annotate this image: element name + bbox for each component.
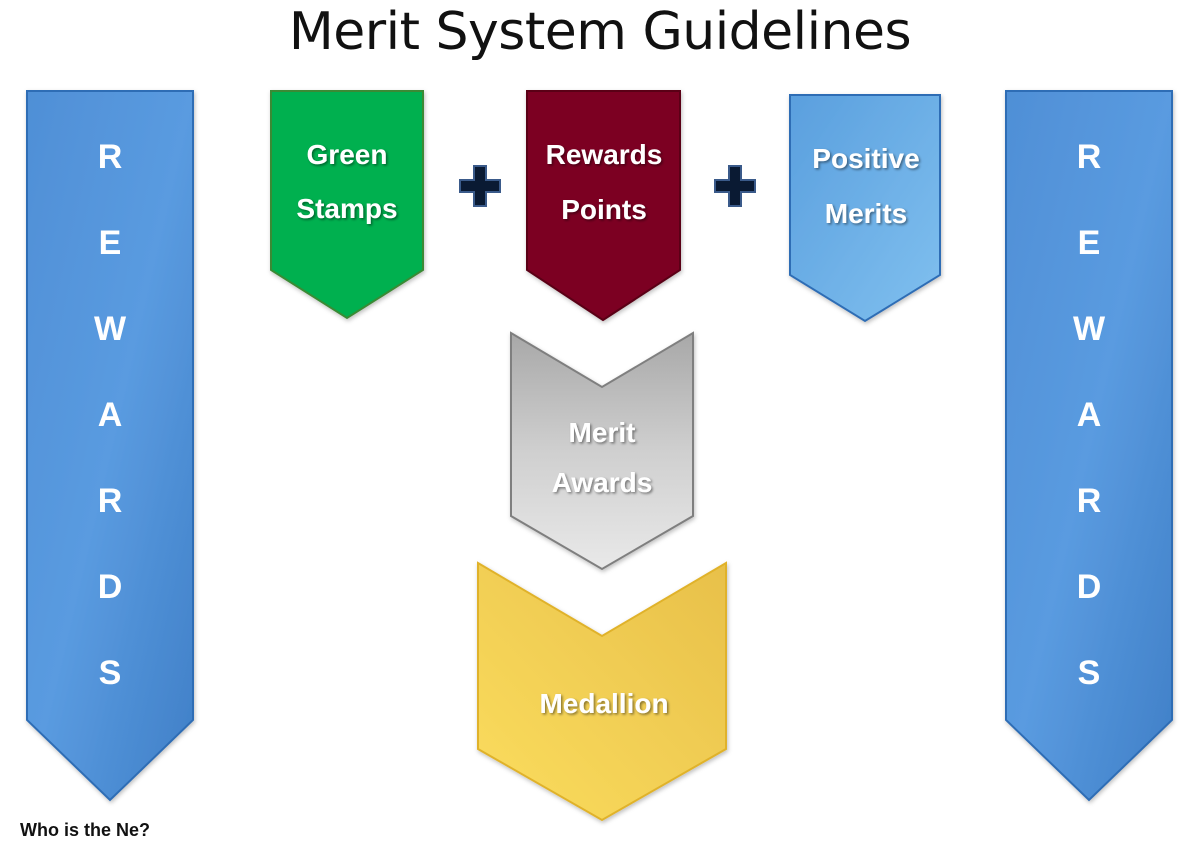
merit-awards-chevron: Merit Awards [510,331,694,571]
positive-merits-pentagon: Positive Merits [789,94,941,323]
merit-awards-label-line1: Merit [569,417,636,448]
rewards-points-pentagon: Rewards Points [526,90,681,322]
banner-letter: W [94,310,127,348]
plus-icon [714,165,756,207]
banner-letter: D [1077,568,1102,606]
banner-letter: A [98,396,123,434]
plus-icon [459,165,501,207]
banner-letter: R [1077,482,1102,520]
rewards-banner-left: R E W A R D S [26,90,194,802]
rewards-points-label-line2: Points [561,194,647,225]
banner-letter: A [1077,396,1102,434]
green-stamps-label-line2: Stamps [296,193,397,224]
banner-letter: R [1077,138,1102,176]
banner-letter: R [98,482,123,520]
banner-letter: S [1078,654,1101,692]
rewards-points-label-line1: Rewards [546,139,663,170]
banner-letter: W [1073,310,1106,348]
banner-letter: E [99,224,122,262]
page-title: Merit System Guidelines [288,2,912,62]
green-stamps-pentagon: Green Stamps [270,90,424,320]
medallion-chevron: Medallion [477,561,727,822]
banner-letter: S [99,654,122,692]
green-stamps-label-line1: Green [307,139,388,170]
medallion-label: Medallion [539,688,668,719]
positive-merits-label-line1: Positive [812,143,919,174]
banner-letter: E [1078,224,1101,262]
footer-text: Who is the Ne? [20,820,150,840]
merit-awards-label-line2: Awards [552,467,653,498]
rewards-banner-right: R E W A R D S [1005,90,1173,802]
banner-letter: D [98,568,123,606]
positive-merits-label-line2: Merits [825,198,907,229]
banner-letter: R [98,138,123,176]
